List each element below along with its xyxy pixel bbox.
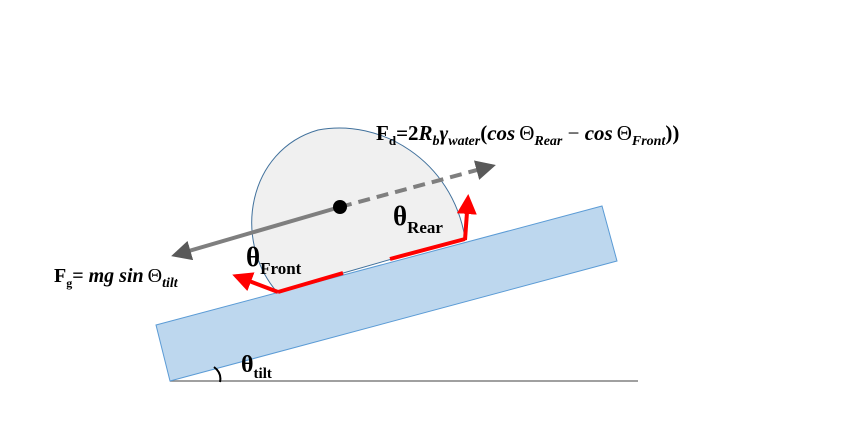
fd-close: )) bbox=[665, 121, 679, 145]
fd-equals: = bbox=[396, 121, 408, 145]
fd-r: R bbox=[418, 121, 433, 145]
theta-front-symbol: θ bbox=[246, 242, 260, 272]
theta-front-label: θFront bbox=[246, 242, 302, 278]
fd-theta2-sub: Front bbox=[631, 134, 667, 149]
fg-prefix: F bbox=[54, 265, 66, 287]
front-contact-line bbox=[277, 271, 344, 294]
theta-rear-symbol: θ bbox=[393, 201, 407, 231]
theta-rear-sub: Rear bbox=[407, 218, 443, 237]
fg-force-line bbox=[171, 205, 341, 261]
fd-gamma: γ bbox=[440, 121, 449, 145]
tilted-plate bbox=[155, 205, 618, 382]
fd-gamma-sub: water bbox=[448, 134, 480, 149]
fg-theta: Θ bbox=[148, 265, 162, 287]
fd-subscript: d bbox=[389, 133, 397, 148]
fg-equals: = bbox=[72, 265, 88, 287]
fd-r-sub: b bbox=[433, 134, 440, 149]
droplet-center-dot bbox=[333, 200, 347, 214]
fd-cos2: cos bbox=[585, 121, 613, 145]
fd-two: 2 bbox=[408, 121, 419, 145]
fg-theta-sub: tilt bbox=[162, 276, 179, 291]
theta-front-sub: Front bbox=[260, 259, 302, 278]
fd-prefix: F bbox=[376, 121, 389, 145]
fd-theta2: Θ bbox=[617, 121, 632, 145]
fd-theta1-sub: Rear bbox=[533, 134, 563, 149]
fd-open: ( bbox=[480, 121, 487, 145]
theta-tilt-symbol: θ bbox=[241, 352, 254, 378]
fg-expr: mg sin bbox=[89, 265, 144, 287]
theta-rear-label: θRear bbox=[393, 201, 443, 237]
fd-force-line bbox=[339, 160, 496, 209]
fd-cos1: cos bbox=[487, 121, 515, 145]
rear-contact-line bbox=[389, 237, 466, 261]
tilt-angle-arc bbox=[213, 366, 222, 383]
rear-tangent-arrow bbox=[456, 194, 477, 241]
fd-minus: − bbox=[562, 121, 584, 145]
fg-subscript: g bbox=[66, 276, 72, 290]
theta-tilt-sub: tilt bbox=[254, 366, 272, 382]
fd-theta1: Θ bbox=[519, 121, 534, 145]
front-tangent-arrow bbox=[232, 272, 279, 294]
theta-tilt-label: θtilt bbox=[241, 352, 272, 382]
